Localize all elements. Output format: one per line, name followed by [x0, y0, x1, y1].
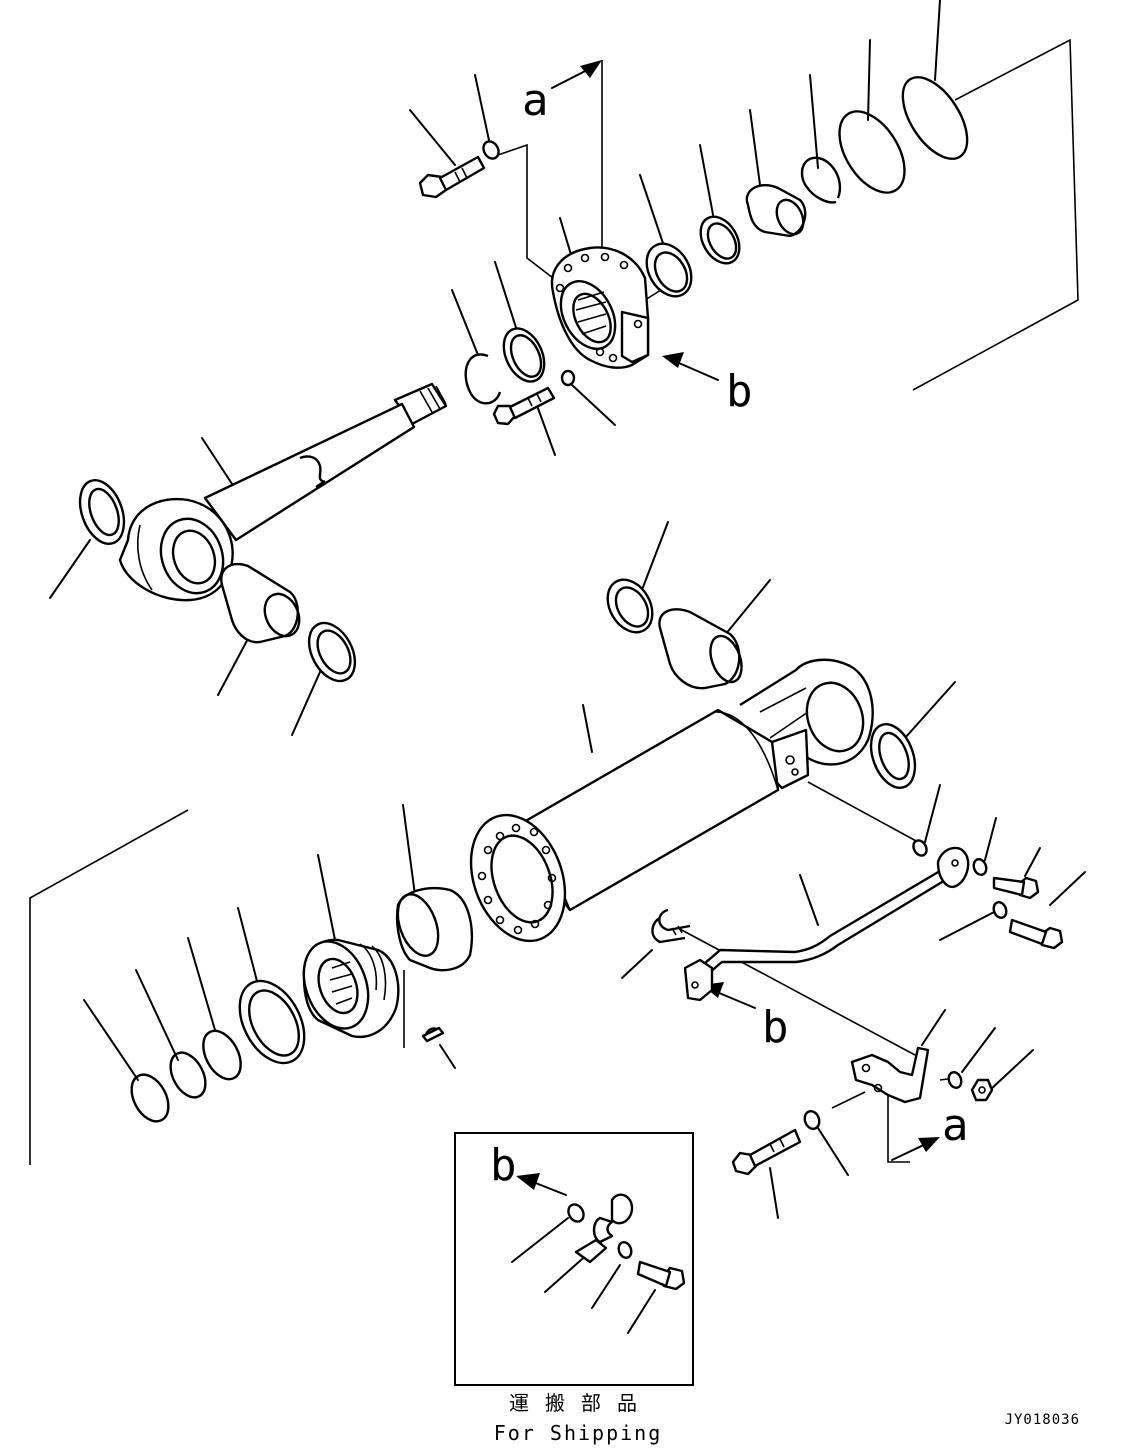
piston-wear-ring: [390, 888, 472, 970]
bracket-washer: [947, 1070, 964, 1089]
snap-ring-top: [466, 354, 500, 403]
bracket-nut: [972, 1080, 992, 1100]
inset-plug: [565, 1202, 586, 1225]
piston-rod: [120, 384, 446, 602]
label-b-tube: b: [762, 1002, 789, 1053]
snap-ring-small: [802, 158, 840, 203]
arrow-b-inset: b: [490, 1140, 566, 1195]
bracket-bolt: [733, 1130, 800, 1174]
wiper-ring: [890, 66, 980, 169]
hydraulic-pipe: [685, 848, 968, 1000]
pipe-bolt-1: [994, 878, 1038, 898]
leader-lines: [50, 0, 1085, 1333]
rod-eye-dust-seal-right: [300, 615, 364, 689]
label-b-head: b: [726, 366, 753, 417]
cylinder-head: [550, 247, 648, 367]
shipping-inset: b: [455, 1133, 693, 1385]
arrow-b-tube: b: [702, 982, 789, 1053]
caption-japanese: 運 搬 部 品: [509, 1391, 639, 1415]
piston: [292, 932, 398, 1037]
u-packing: [693, 210, 747, 270]
tube-bushing: [659, 609, 747, 688]
arrow-a-top: a: [522, 60, 602, 126]
piston-o-ring-3: [196, 1025, 249, 1086]
rod-eye-bushing: [221, 564, 305, 642]
label-a-top: a: [522, 75, 549, 126]
piston-o-ring-2: [163, 1047, 212, 1103]
u-bolt: [652, 910, 690, 942]
lock-washer-top: [480, 139, 501, 162]
rod-eye-dust-seal-left: [72, 474, 132, 550]
plug: [911, 838, 929, 858]
assembly-lines: [30, 40, 1078, 1165]
piston-ring: [227, 970, 318, 1074]
cylinder-tube: [454, 660, 872, 954]
dust-seal: [826, 100, 918, 204]
pipe-bracket: [852, 1048, 928, 1102]
inset-washer: [617, 1240, 634, 1259]
label-a-bracket: a: [942, 1100, 969, 1151]
inset-bolt: [638, 1262, 684, 1289]
head-bolt: [494, 388, 554, 424]
caption-english: For Shipping: [494, 1421, 663, 1445]
arrow-a-bracket: a: [892, 1100, 969, 1160]
tube-dust-seal: [599, 572, 662, 640]
inset-split-flange: [594, 1195, 632, 1242]
rod-packing-ring: [496, 322, 552, 388]
arrow-b-head: b: [662, 352, 753, 417]
tube-side-seal: [863, 718, 923, 794]
rod-bolt: [420, 157, 484, 197]
label-b-inset: b: [490, 1140, 517, 1191]
head-bushing: [747, 185, 809, 238]
inset-gasket: [576, 1240, 606, 1262]
head-washer: [562, 371, 574, 385]
buffer-ring: [638, 236, 701, 304]
pipe-washer-2: [992, 900, 1009, 919]
pipe-washer-1: [972, 857, 989, 876]
piston-o-ring-1: [124, 1068, 176, 1127]
bracket-washer-2: [802, 1109, 821, 1131]
pipe-bolt-2: [1010, 920, 1062, 948]
drawing-code: JY018036: [1005, 1412, 1080, 1428]
set-screw: [423, 1027, 443, 1041]
